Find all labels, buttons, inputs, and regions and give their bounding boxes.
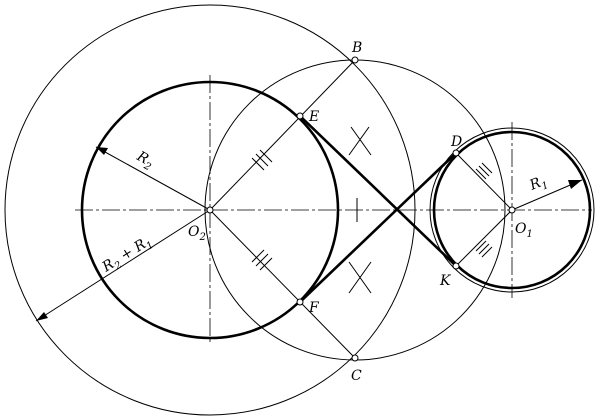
tangent-f-d xyxy=(299,152,457,303)
r1-arrowhead xyxy=(568,180,582,189)
label-f: F xyxy=(308,300,320,316)
center-o2-marker xyxy=(206,206,214,214)
r2-plus-r1-arrowhead xyxy=(36,312,48,321)
parallel-marks xyxy=(251,149,493,271)
point-f-marker xyxy=(296,298,304,306)
label-e: E xyxy=(308,109,319,125)
line-o1-k xyxy=(455,209,513,267)
point-b-marker xyxy=(351,56,359,64)
label-r2: R2 xyxy=(132,148,157,173)
point-d-marker xyxy=(452,149,460,157)
circle-o1-r1 xyxy=(432,130,592,290)
circle-r2-plus-r1 xyxy=(4,4,416,416)
r2-arrowhead xyxy=(96,147,108,155)
label-k: K xyxy=(439,273,452,289)
center-o1-marker xyxy=(508,206,516,214)
line-o1-d xyxy=(455,152,513,211)
point-c-marker xyxy=(351,354,359,362)
label-r1: R1 xyxy=(527,173,551,197)
tangent-e-k xyxy=(299,115,457,267)
label-r2-plus-r1: R2 + R1 xyxy=(99,233,156,279)
label-b: B xyxy=(351,40,362,56)
radius-r2-plus-r1-line xyxy=(35,209,211,322)
arc-cross-mark-lower-2 xyxy=(348,261,372,294)
label-d: D xyxy=(450,134,462,150)
label-o2: O2 xyxy=(188,224,206,243)
point-e-marker xyxy=(296,112,304,120)
radius-r2-line xyxy=(95,146,211,211)
arc-cross-mark-upper-2 xyxy=(348,126,370,156)
label-o1: O1 xyxy=(515,221,533,240)
line-o2-b xyxy=(209,59,356,211)
inner-construction-circle xyxy=(429,127,595,293)
arc-cross-mark-upper-1 xyxy=(350,126,372,156)
point-k-marker xyxy=(452,262,460,270)
label-c: C xyxy=(351,368,362,384)
circle-o2-r2 xyxy=(80,80,340,340)
line-o2-c xyxy=(209,209,356,359)
